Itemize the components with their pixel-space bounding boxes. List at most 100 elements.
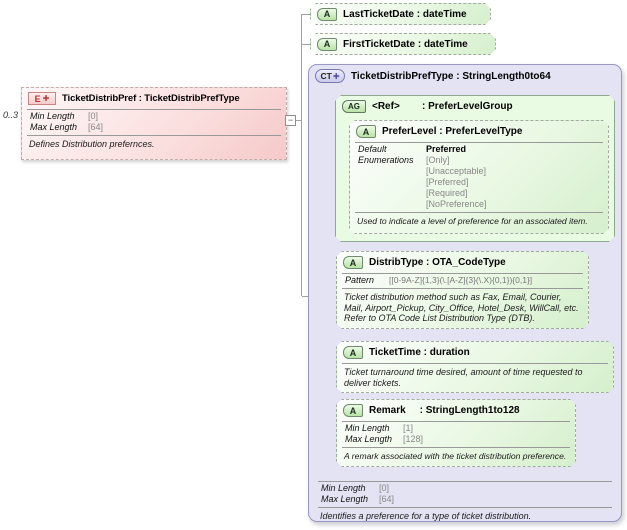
- plus-icon: ✚: [42, 94, 50, 103]
- divider: [355, 212, 603, 213]
- attribute-title: Remark : StringLength1to128: [369, 405, 520, 416]
- facet-row-pattern: Pattern [[0-9A-Z]{1,3}(\.[A-Z]{3}(\.X){0…: [337, 275, 588, 286]
- complextype-annotation: Identifies a preference for a type of ti…: [320, 511, 532, 521]
- attribute-node-distribtype[interactable]: A DistribType : OTA_CodeType Pattern [[0…: [336, 251, 589, 329]
- element-title-row: E ✚ TicketDistribPref : TicketDistribPre…: [22, 88, 286, 107]
- complextype-title-row: CT ✚ TicketDistribPrefType : StringLengt…: [309, 65, 621, 85]
- facet-label-empty: [358, 199, 426, 210]
- facet-row: Min Length [1]: [337, 423, 575, 434]
- attribute-icon: A: [343, 404, 363, 417]
- divider: [27, 135, 281, 136]
- facet-label-empty: [358, 177, 426, 188]
- divider: [342, 447, 570, 448]
- attribute-annotation: A remark associated with the ticket dist…: [344, 451, 567, 461]
- enum-row: [Unacceptable]: [350, 166, 608, 177]
- connector-trunk: [301, 14, 302, 296]
- facet-value: [64]: [379, 494, 395, 504]
- facet-value-pattern: [[0-9A-Z]{1,3}(\.[A-Z]{3}(\.X){0,1}){0,1…: [389, 275, 533, 285]
- element-icon: E ✚: [28, 92, 56, 105]
- divider: [342, 288, 583, 289]
- attribute-icon-letter: A: [323, 39, 331, 49]
- attribute-node-remark[interactable]: A Remark : StringLength1to128 Min Length…: [336, 399, 576, 467]
- enum-value: [NoPreference]: [426, 199, 487, 209]
- attributegroup-title: <Ref> : PreferLevelGroup: [372, 101, 513, 112]
- facet-row: Max Length [64]: [22, 122, 286, 133]
- attribute-annotation: Ticket turnaround time desired, amount o…: [344, 367, 583, 388]
- facet-row-enumerations: Enumerations [Only]: [350, 155, 608, 166]
- divider: [318, 507, 612, 508]
- attribute-node-firstticketdate[interactable]: A FirstTicketDate : dateTime: [310, 33, 496, 55]
- divider: [27, 109, 281, 110]
- attribute-icon: A: [356, 125, 376, 138]
- attribute-annotation: Ticket distribution method such as Fax, …: [344, 292, 579, 323]
- element-annotation: Defines Distribution prefernces.: [29, 139, 155, 149]
- attribute-icon: A: [343, 346, 363, 359]
- facet-value: [128]: [403, 434, 424, 444]
- complextype-title: TicketDistribPrefType : StringLength0to6…: [351, 70, 551, 82]
- element-title: TicketDistribPref : TicketDistribPrefTyp…: [62, 93, 240, 104]
- facet-label: Default: [358, 144, 387, 154]
- attribute-node-preferlevel[interactable]: A PreferLevel : PreferLevelType Default …: [349, 120, 609, 234]
- facet-label: Max Length: [321, 494, 369, 504]
- attribute-icon: A: [317, 8, 337, 21]
- complextype-node-ticketdistribpreftype[interactable]: CT ✚ TicketDistribPrefType : StringLengt…: [308, 64, 622, 522]
- attribute-icon-letter: A: [349, 347, 357, 358]
- facet-value: [0]: [379, 483, 390, 493]
- enum-row: [Preferred]: [350, 177, 608, 188]
- connector-stub: [296, 120, 302, 121]
- attribute-title-row: A PreferLevel : PreferLevelType: [350, 121, 608, 140]
- attribute-icon-letter: A: [362, 126, 370, 137]
- attribute-icon: A: [343, 256, 363, 269]
- enum-row: [NoPreference]: [350, 199, 608, 210]
- attribute-node-tickettime[interactable]: A TicketTime : duration Ticket turnaroun…: [336, 341, 614, 393]
- divider: [342, 421, 570, 422]
- facet-label: Enumerations: [358, 155, 414, 165]
- complextype-facets: Min Length [0] Max Length [64] Identifie…: [313, 479, 617, 522]
- attribute-title: TicketTime : duration: [369, 347, 470, 358]
- attributegroup-title-row: AG <Ref> : PreferLevelGroup: [336, 96, 614, 115]
- divider: [342, 273, 583, 274]
- attribute-node-lastticketdate[interactable]: A LastTicketDate : dateTime: [310, 3, 491, 25]
- divider: [318, 481, 612, 482]
- facet-label-empty: [358, 166, 426, 177]
- enum-value: [Preferred]: [426, 177, 469, 187]
- enum-row: [Required]: [350, 188, 608, 199]
- facet-label: Min Length: [345, 423, 390, 433]
- facet-row: Max Length [128]: [337, 434, 575, 445]
- attribute-annotation: Used to indicate a level of preference f…: [357, 216, 588, 226]
- collapse-toggle[interactable]: −: [285, 115, 296, 126]
- facet-label-empty: [358, 188, 426, 199]
- attribute-title-row: A Remark : StringLength1to128: [337, 400, 575, 419]
- attributegroup-node-preferlevelgroup[interactable]: AG <Ref> : PreferLevelGroup A PreferLeve…: [335, 95, 615, 242]
- attribute-icon-letter: A: [323, 9, 331, 19]
- facet-label: Min Length: [321, 483, 366, 493]
- attribute-title: LastTicketDate : dateTime: [343, 8, 467, 20]
- attribute-title: FirstTicketDate : dateTime: [343, 38, 468, 50]
- enum-value: [Only]: [426, 155, 450, 165]
- facet-value: [64]: [88, 122, 104, 132]
- attribute-icon-letter: A: [349, 257, 357, 268]
- facet-label: Max Length: [30, 122, 78, 132]
- facet-row: Max Length [64]: [313, 494, 617, 505]
- facet-row: Min Length [0]: [313, 483, 617, 494]
- attribute-title: DistribType : OTA_CodeType: [369, 257, 506, 268]
- complextype-icon: CT ✚: [315, 69, 345, 83]
- facet-value: [0]: [88, 111, 99, 121]
- enum-value: [Unacceptable]: [426, 166, 487, 176]
- connector-stub: [302, 14, 311, 15]
- divider: [355, 142, 603, 143]
- attribute-icon: A: [317, 38, 337, 51]
- attribute-icon-letter: A: [349, 405, 357, 416]
- facet-row-default: Default Preferred: [350, 144, 608, 155]
- facet-label: Min Length: [30, 111, 75, 121]
- plus-icon: ✚: [332, 71, 340, 81]
- divider: [342, 363, 608, 364]
- facet-value-default: Preferred: [426, 144, 467, 154]
- complextype-icon-letters: CT: [320, 71, 332, 81]
- element-node-ticketdistribpref[interactable]: E ✚ TicketDistribPref : TicketDistribPre…: [21, 87, 287, 160]
- attribute-title: PreferLevel : PreferLevelType: [382, 126, 523, 137]
- attribute-title-row: A DistribType : OTA_CodeType: [337, 252, 588, 271]
- facet-value: [1]: [403, 423, 414, 433]
- connector-stub: [302, 44, 311, 45]
